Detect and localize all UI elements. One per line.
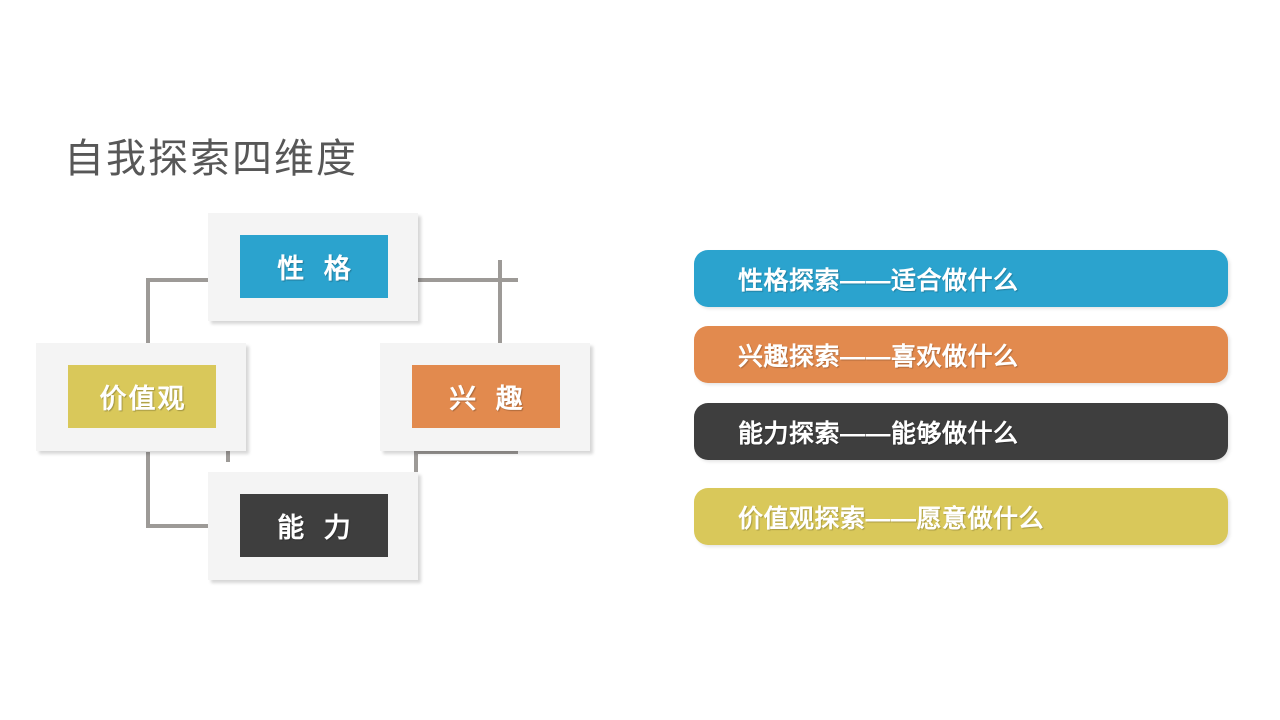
connector-left-lower-vertical	[146, 452, 150, 528]
connector-top-right-horizontal	[414, 278, 518, 282]
connector-bottom-right-horizontal	[414, 450, 518, 454]
page-title: 自我探索四维度	[64, 136, 358, 181]
node-label-ability: 能 力	[277, 513, 357, 543]
node-label-personality: 性 格	[277, 254, 357, 284]
bar-ability[interactable]: 能力探索——能够做什么	[694, 403, 1228, 460]
node-chip-interest[interactable]: 兴 趣	[412, 365, 560, 428]
exploration-bar-list: 性格探索——适合做什么 兴趣探索——喜欢做什么 能力探索——能够做什么 价值观探…	[694, 250, 1228, 546]
bar-label-interest: 兴趣探索——喜欢做什么	[738, 342, 1019, 371]
node-label-interest: 兴 趣	[449, 384, 529, 414]
four-dimension-diagram: 性 格 价值观 兴 趣 能 力	[30, 200, 610, 600]
bar-personality[interactable]: 性格探索——适合做什么	[694, 250, 1228, 307]
node-chip-personality[interactable]: 性 格	[240, 235, 388, 298]
bar-values[interactable]: 价值观探索——愿意做什么	[694, 488, 1228, 545]
node-chip-values[interactable]: 价值观	[68, 365, 216, 428]
bar-label-ability: 能力探索——能够做什么	[738, 419, 1019, 448]
node-chip-ability[interactable]: 能 力	[240, 494, 388, 557]
bar-label-personality: 性格探索——适合做什么	[738, 266, 1019, 295]
connector-right-upper-vertical	[498, 260, 502, 350]
connector-top-left-vertical	[146, 278, 150, 382]
node-label-values: 价值观	[99, 384, 187, 414]
connector-left-lower-horizontal	[146, 524, 250, 528]
bar-label-values: 价值观探索——愿意做什么	[738, 504, 1045, 533]
bar-interest[interactable]: 兴趣探索——喜欢做什么	[694, 326, 1228, 383]
connector-top-left-horizontal	[146, 278, 248, 282]
